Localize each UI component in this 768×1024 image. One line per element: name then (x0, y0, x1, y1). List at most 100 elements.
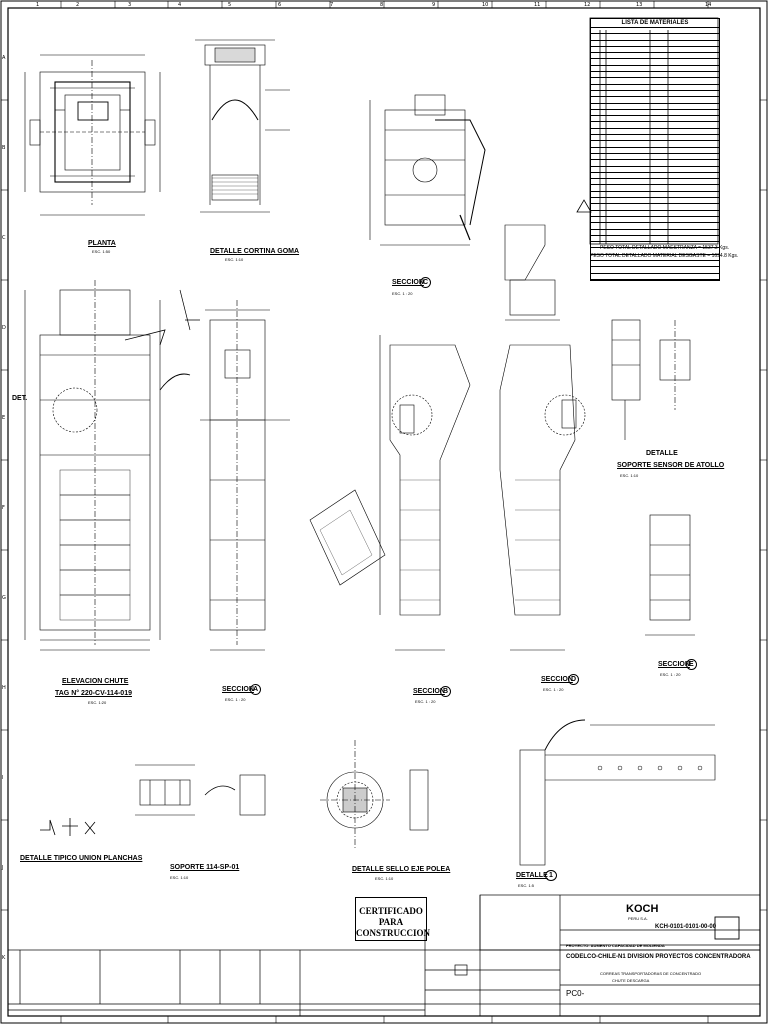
grid-label-top-12: 12 (584, 2, 591, 8)
materials-row (591, 85, 719, 91)
materials-row (591, 167, 719, 173)
materials-row (591, 185, 719, 192)
sello-scale: ESC. 1:10 (375, 876, 394, 881)
seccion-e-view (645, 514, 695, 636)
materials-row (591, 47, 719, 54)
materials-row (591, 192, 719, 199)
materials-row (591, 261, 719, 268)
grid-label-side-j: J (2, 865, 4, 871)
materials-row (591, 242, 719, 249)
grid-label-top-10: 10 (482, 2, 489, 8)
cortina-title: DETALLE CORTINA GOMA (210, 248, 300, 255)
grid-label-top-11: 11 (534, 2, 541, 8)
materials-row (591, 267, 719, 274)
soporte-scale: ESC. 1:10 (170, 875, 189, 880)
company-sub: PERU S.A. (628, 916, 648, 921)
cortina-view (195, 39, 290, 213)
materials-row (591, 173, 719, 180)
materials-row (591, 34, 719, 41)
grid-label-side-a: A (2, 55, 6, 61)
sensor-support-view (611, 319, 691, 440)
materials-row (591, 154, 719, 161)
materials-row (591, 204, 719, 211)
materials-row (591, 28, 719, 35)
grid-label-side-k: K (2, 955, 6, 961)
grid-label-top-5: 5 (228, 2, 232, 8)
drawing-number: KCH-0101-0101-00-00 (655, 924, 717, 930)
weight-wear-note: PESO TOTAL DETALLADO MATERIAL DESGASTE =… (590, 253, 739, 259)
elevacion-chute-view (24, 280, 191, 651)
seccion-a-view (179, 289, 290, 651)
elevacion-scale: ESC. 1:20 (88, 700, 107, 705)
grid-label-top-14: 14 (705, 2, 712, 8)
materials-row (591, 72, 719, 79)
materials-row (591, 104, 719, 110)
description-line-2: CHUTE DESCARGA (612, 978, 650, 983)
seccion-d-title: SECCION (541, 676, 573, 683)
seccion-e-letter: E (686, 659, 697, 670)
seccion-c-view (369, 94, 560, 321)
weight-structure-note: PESO TOTAL DETALLADO MAESTRANZA = 1537.3… (600, 245, 730, 251)
grid-label-top-3: 3 (128, 2, 132, 8)
client-line: CODELCO-CHILE-N1 DIVISION PROYECTOS CONC… (566, 954, 751, 960)
materials-row (591, 53, 719, 60)
materials-row (591, 160, 719, 167)
seccion-e-scale: ESC. 1 : 20 (660, 672, 681, 677)
sensor-scale: ESC. 1:10 (620, 473, 639, 478)
seccion-c-title: SECCION (392, 279, 424, 286)
seccion-d-letter: D (568, 674, 580, 685)
materials-row (591, 223, 719, 230)
grid-label-side-f: F (2, 505, 5, 511)
grid-label-top-6: 6 (278, 2, 282, 8)
det-callout: DET. (12, 395, 28, 402)
grid-label-top-4: 4 (178, 2, 182, 8)
union-title: DETALLE TIPICO UNION PLANCHAS (20, 855, 143, 862)
seccion-b-scale: ESC. 1 : 20 (415, 699, 436, 704)
union-detail-view (40, 818, 96, 836)
soporte-title: SOPORTE 114-SP-01 (170, 864, 240, 871)
grid-label-top-13: 13 (636, 2, 643, 8)
stamp-line-2: CONSTRUCCION (356, 928, 431, 938)
materials-table: LISTA DE MATERIALES (590, 18, 720, 281)
materials-row (591, 97, 719, 104)
materials-row (591, 59, 719, 66)
grid-label-side-c: C (2, 235, 6, 241)
seccion-c-letter: C (420, 277, 432, 288)
sensor-title-1: DETALLE (646, 450, 678, 457)
grid-label-side-h: H (2, 685, 6, 691)
materials-row (591, 236, 719, 243)
materials-row (591, 148, 719, 154)
stamp-line-1: CERTIFICADO PARA (359, 906, 423, 927)
materials-row (591, 66, 719, 73)
sensor-title-2: SOPORTE SENSOR DE ATOLLO (617, 462, 725, 469)
elevacion-tag: TAG N° 220-CV-114-019 (55, 690, 132, 697)
detalle-1-scale: ESC. 1:5 (518, 883, 535, 888)
grid-label-side-i: I (2, 775, 4, 781)
grid-label-top-7: 7 (330, 2, 334, 8)
revision-code: PC0- (566, 989, 585, 998)
materials-row (591, 248, 719, 255)
seccion-b-letter: B (440, 686, 452, 697)
sello-title: DETALLE SELLO EJE POLEA (352, 866, 451, 873)
grid-label-top-2: 2 (76, 2, 80, 8)
seccion-e-title: SECCION (658, 661, 690, 668)
seccion-d-scale: ESC. 1 : 20 (543, 687, 564, 692)
materials-row (591, 122, 719, 129)
seccion-b-view (309, 335, 471, 651)
grid-label-side-e: E (2, 415, 6, 421)
sello-view (320, 740, 429, 850)
materials-row (591, 211, 719, 217)
revision-triangle-icon (576, 199, 592, 213)
seccion-a-title: SECCION (222, 686, 254, 693)
materials-row (591, 255, 719, 261)
materials-row (591, 274, 719, 280)
materials-row (591, 129, 719, 136)
company-logo: KOCH (626, 903, 659, 915)
seccion-d-view (499, 344, 586, 651)
materials-row (591, 78, 719, 85)
title-block-frame (7, 894, 761, 1017)
materials-row (591, 41, 719, 47)
seccion-b-title: SECCION (413, 688, 445, 695)
